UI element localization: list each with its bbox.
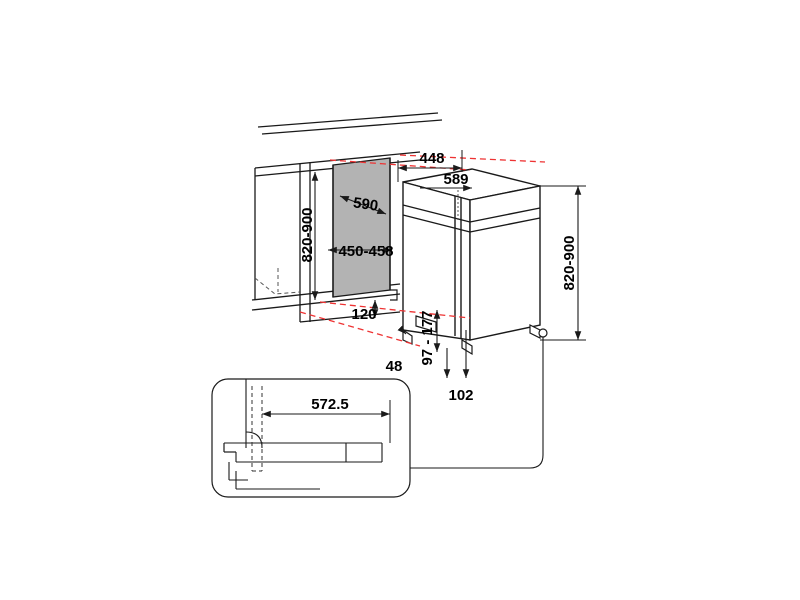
label-detail-width: 572.5 (311, 396, 349, 413)
label-niche-depth: 590 (352, 194, 379, 214)
dimension-plinth-height: 48 (386, 325, 407, 375)
label-base-depth: 102 (448, 387, 473, 404)
dimension-foot-range: 97 - 177 (419, 310, 441, 366)
dimension-base-depth: 102 (443, 330, 474, 404)
base-marker-circle (538, 328, 548, 440)
label-right-height: 820-900 (561, 235, 578, 290)
label-niche-width: 450-458 (338, 243, 393, 260)
label-plinth-height: 48 (386, 358, 403, 375)
detail-callout-leader (410, 440, 544, 469)
label-top-front: 448 (419, 150, 444, 167)
label-top-depth: 589 (443, 171, 468, 188)
dimension-right-height: 820-900 (540, 185, 586, 341)
dimension-detail-width: 572.5 (262, 396, 391, 443)
label-plinth-depth: 120 (351, 306, 376, 323)
label-niche-height: 820-900 (299, 207, 316, 262)
dimension-top-front: 448 (397, 150, 463, 182)
dimension-plinth-depth: 120 (351, 300, 379, 323)
appliance-body (402, 168, 541, 341)
dimension-niche-depth: 590 (339, 194, 387, 215)
detail-inset: 572.5 (211, 378, 411, 498)
dimension-top-depth: 589 (420, 171, 472, 192)
dimension-niche-height: 820-900 (299, 172, 319, 300)
dimension-niche-width: 450-458 (328, 243, 394, 260)
niche-panel (332, 157, 398, 301)
label-foot-range: 97 - 177 (419, 310, 436, 365)
